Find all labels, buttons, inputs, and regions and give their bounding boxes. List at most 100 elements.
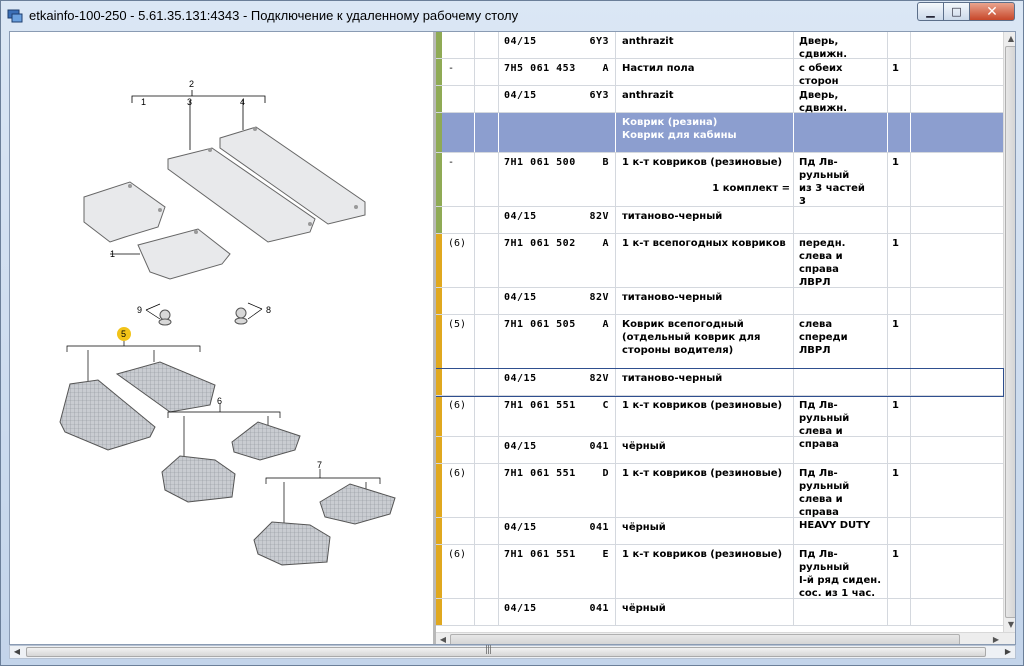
scroll-up-icon[interactable]: ▲ [1007, 34, 1015, 43]
indicator-cell [475, 396, 499, 436]
note-cell: слева спереди ЛВРЛ [794, 315, 888, 368]
row-color-bar [436, 315, 442, 368]
table-group-header[interactable]: Коврик (резина) Коврик для кабины [436, 113, 1003, 153]
pane-splitter[interactable] [433, 32, 436, 644]
indicator-cell [475, 32, 499, 58]
part-number: 7H1 061 551 [504, 549, 576, 560]
part-code: 041 [589, 522, 609, 533]
quantity-cell: 1 [888, 464, 911, 517]
floor-mat-diagram: 2 1 3 4 1 [59, 79, 396, 566]
part-code: C [602, 400, 609, 411]
part-number-cell [499, 113, 616, 152]
row-color-bar [436, 396, 442, 436]
indicator-cell [475, 86, 499, 112]
indicator-cell [475, 153, 499, 206]
remote-session-area[interactable]: 2 1 3 4 1 [9, 31, 1016, 645]
close-button[interactable]: ✕ [969, 2, 1015, 21]
description-cell: 1 к-т ковриков (резиновые) [616, 545, 794, 598]
title-bar[interactable]: etkainfo-100-250 - 5.61.35.131:4343 - По… [1, 1, 1023, 31]
callout-2: 2 [189, 79, 194, 89]
quantity-cell [888, 207, 911, 233]
scroll-thumb[interactable] [1005, 46, 1015, 618]
scroll-thumb[interactable] [26, 647, 986, 657]
minimize-button[interactable]: ▁ [917, 2, 943, 21]
description-cell: титаново-черный [616, 369, 794, 395]
note-cell [794, 437, 888, 463]
part-code: A [602, 319, 609, 330]
position-cell [442, 599, 475, 625]
parts-vertical-scrollbar[interactable]: ▲ ▼ [1003, 32, 1015, 632]
position-cell: (5) [442, 315, 475, 368]
info-cell [911, 518, 1003, 544]
part-code: 82V [589, 292, 609, 303]
info-cell [911, 32, 1003, 58]
note-cell: Пд Лв-рульный слева и справа [794, 396, 888, 450]
part-code: B [602, 157, 609, 168]
position-cell: (6) [442, 545, 475, 598]
quantity-cell: 1 [888, 59, 911, 85]
scroll-right-icon[interactable]: ▶ [1004, 647, 1012, 656]
scroll-left-icon[interactable]: ◀ [439, 635, 447, 644]
position-cell [442, 32, 475, 58]
row-color-bar [436, 518, 442, 544]
indicator-cell [475, 315, 499, 368]
description-cell: 1 к-т ковриков (резиновые) [616, 464, 794, 517]
description-cell: 1 к-т ковриков (резиновые) [616, 153, 794, 206]
part-number-cell: 7H1 061 500 B [499, 153, 616, 206]
session-horizontal-scrollbar[interactable]: ◀ ||| ▶ [9, 645, 1016, 659]
note-cell [794, 369, 888, 395]
description-cell: anthrazit [616, 86, 794, 112]
description-cell: титаново-черный [616, 288, 794, 314]
scroll-left-icon[interactable]: ◀ [13, 647, 21, 656]
callout-8: 8 [266, 305, 271, 315]
part-number: 04/15 [504, 90, 537, 101]
part-number: 7H1 061 551 [504, 400, 576, 411]
part-code: 6Y3 [589, 36, 609, 47]
scroll-right-icon[interactable]: ▶ [992, 635, 1000, 644]
note-cell: Пд Лв-рульный из 3 частей 3 [794, 153, 888, 207]
scroll-down-icon[interactable]: ▼ [1007, 620, 1015, 629]
info-cell [911, 437, 1003, 463]
part-number: 04/15 [504, 522, 537, 533]
maximize-button[interactable]: □ [943, 2, 969, 21]
info-cell [911, 86, 1003, 112]
callout-9: 9 [137, 305, 142, 315]
indicator-cell [475, 464, 499, 517]
part-number: 7H1 061 500 [504, 157, 576, 168]
row-color-bar [436, 32, 442, 58]
part-number: 7H1 061 502 [504, 238, 576, 249]
row-color-bar [436, 113, 442, 152]
description-cell: чёрный [616, 599, 794, 625]
row-color-bar [436, 207, 442, 233]
quantity-cell: 1 [888, 396, 911, 436]
info-cell [911, 464, 1003, 517]
indicator-cell [475, 599, 499, 625]
parts-horizontal-scrollbar[interactable]: ◀ ▶ [436, 632, 1015, 644]
note-cell: Дверь, сдвижн. [794, 32, 888, 60]
scroll-thumb[interactable] [450, 634, 960, 644]
illustration-pane[interactable]: 2 1 3 4 1 [10, 32, 433, 644]
callout-1-top: 1 [141, 97, 146, 107]
